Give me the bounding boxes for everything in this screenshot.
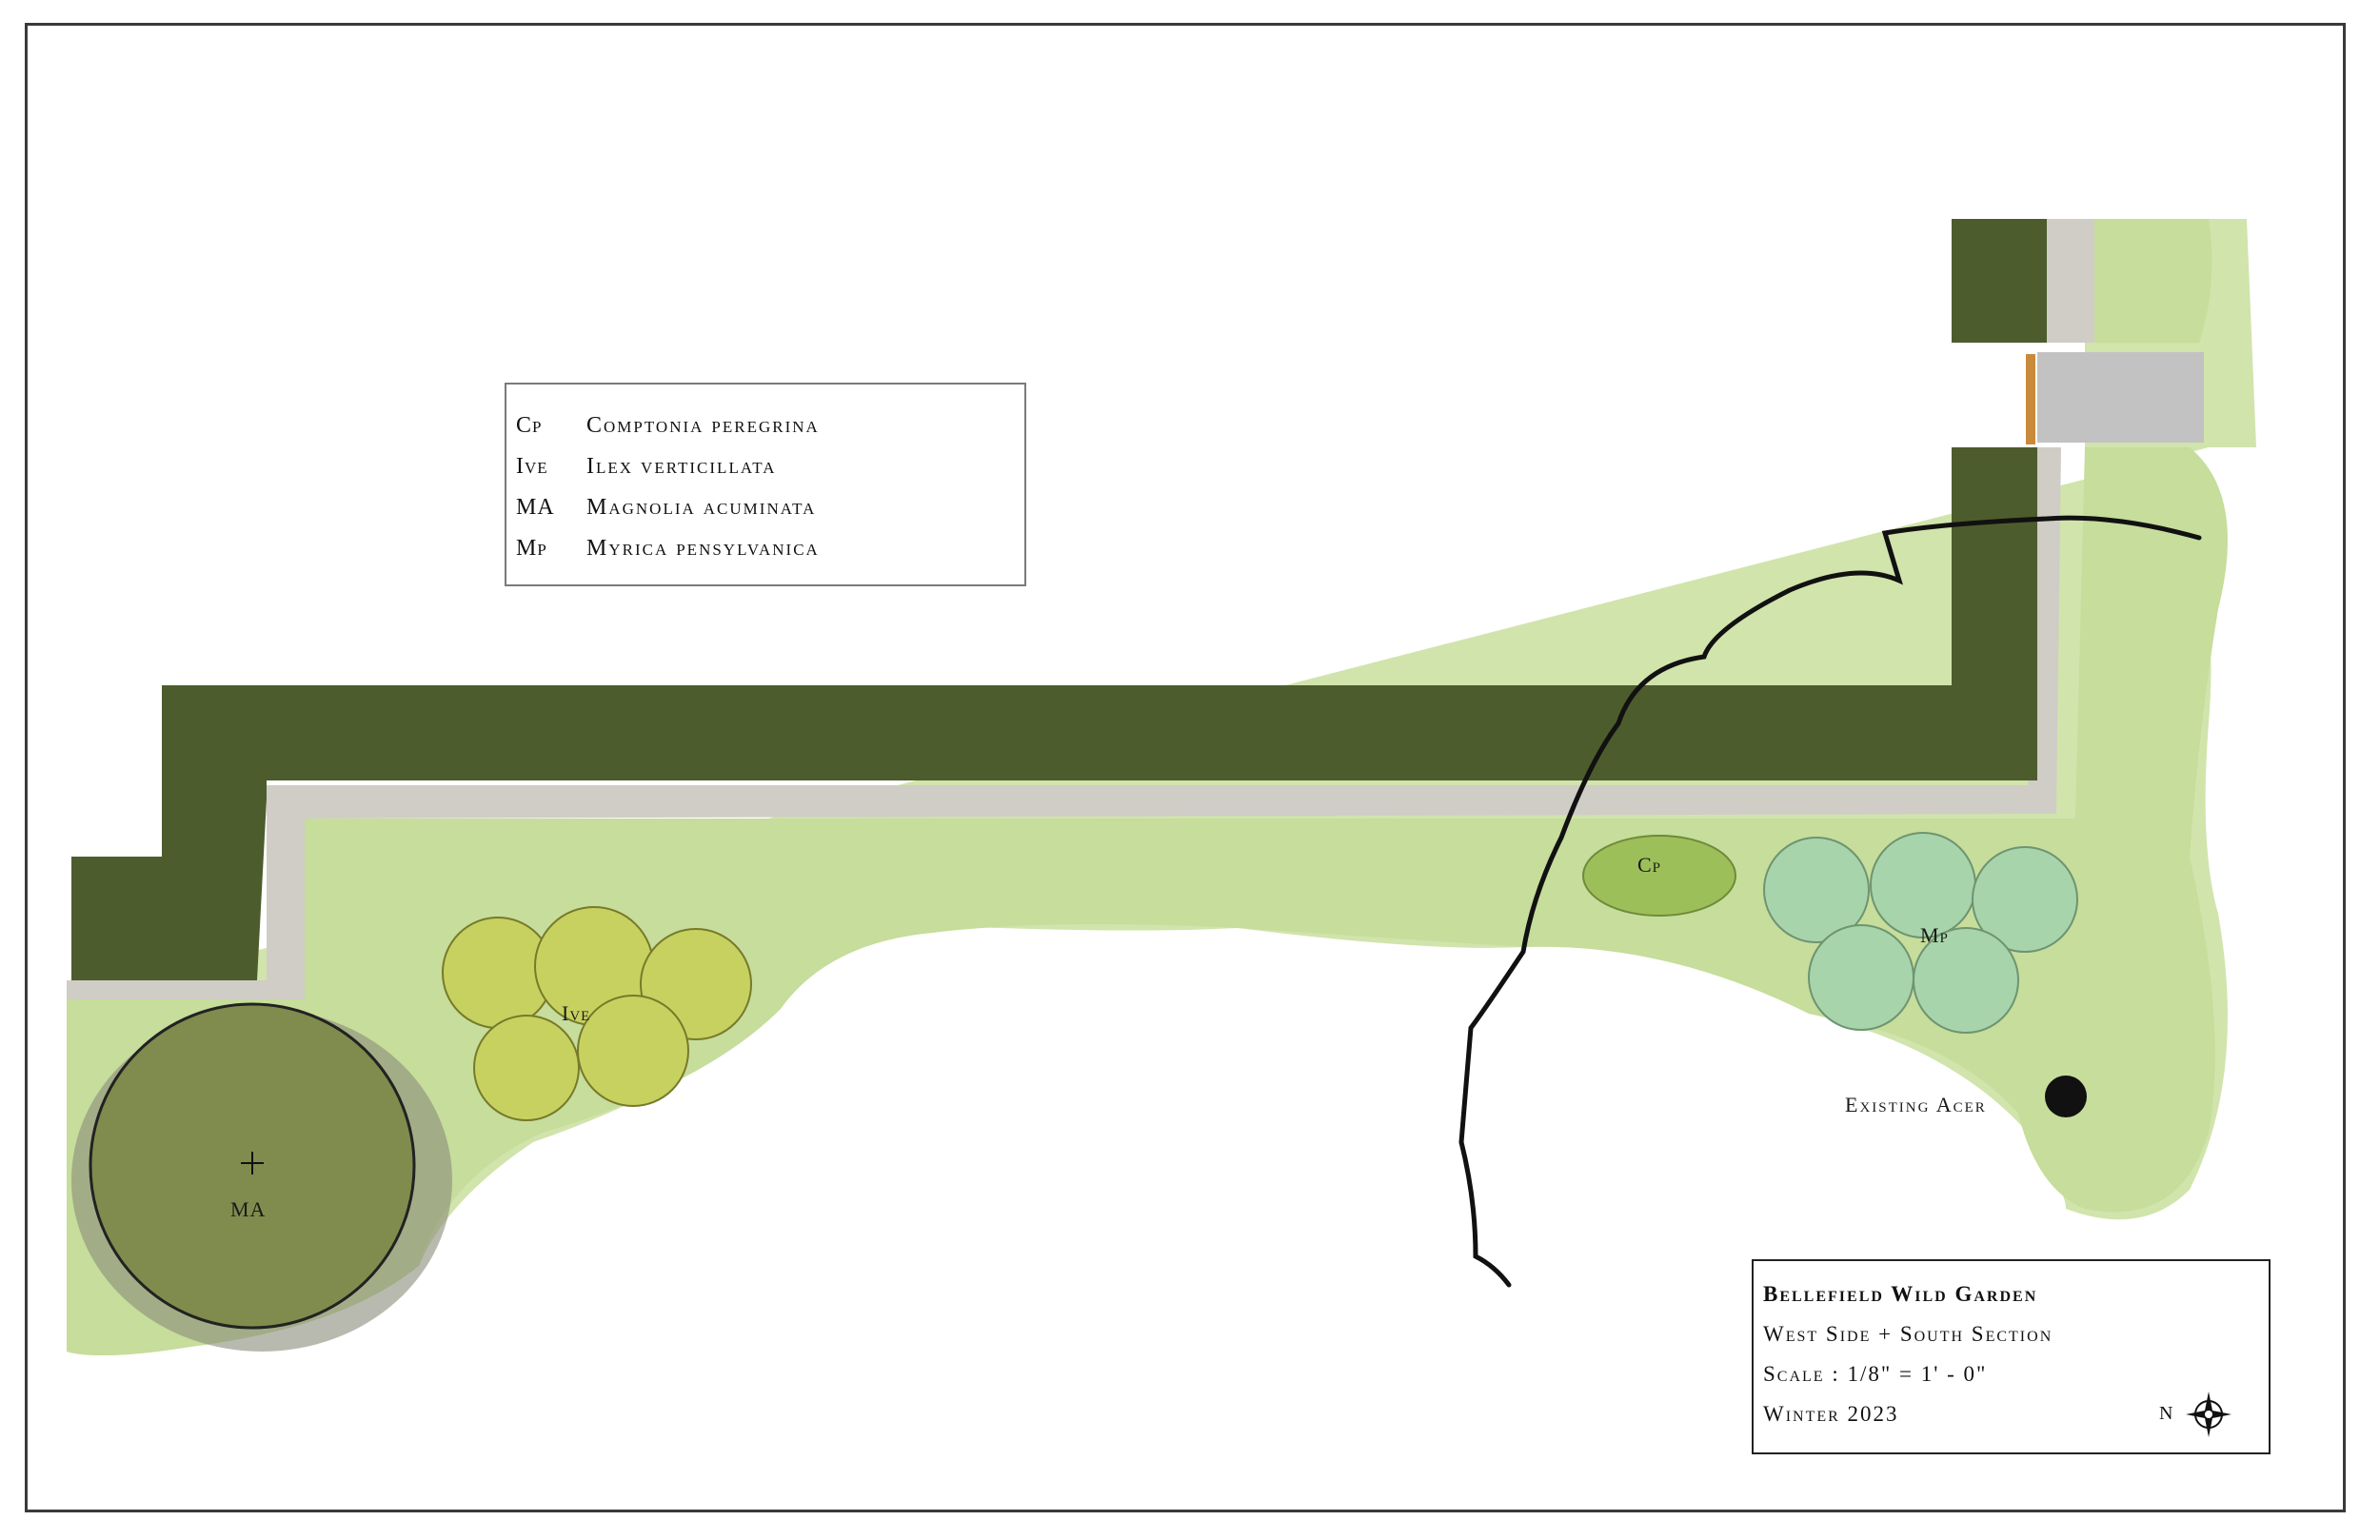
existing-acer-tree <box>2045 1076 2087 1117</box>
label-ma: MA <box>230 1197 267 1221</box>
legend-row: MA Magnolia acuminata <box>516 487 1024 528</box>
plant-legend: Cp Comptonia peregrina Ive Ilex verticil… <box>505 383 1026 586</box>
label-existing-acer: Existing Acer <box>1845 1093 1987 1116</box>
plan-date: Winter 2023 <box>1763 1402 1899 1426</box>
legend-row: Ive Ilex verticillata <box>516 446 1024 487</box>
plan-scale: Scale : 1/8" = 1' - 0" <box>1763 1362 1988 1386</box>
plan-title: Bellefield Wild Garden <box>1763 1282 2038 1306</box>
legend-name: Comptonia peregrina <box>586 413 820 438</box>
legend-code: Mp <box>516 536 547 561</box>
garden-path-upper <box>2047 219 2094 343</box>
lawn-upper-right <box>2094 219 2212 343</box>
label-cp: Cp <box>1637 853 1662 877</box>
magnolia-center-mark <box>241 1152 264 1175</box>
plan-subtitle: West Side + South Section <box>1763 1322 2053 1346</box>
legend-code: MA <box>516 495 555 520</box>
hedge-right-vertical <box>1952 447 2037 780</box>
ilex-group <box>442 906 752 1121</box>
drainage-line <box>1458 515 2202 1288</box>
comptonia-mass <box>1582 835 1736 917</box>
compass-rose-icon <box>2186 1392 2231 1437</box>
north-label: N <box>2159 1403 2173 1424</box>
legend-name: Magnolia acuminata <box>586 495 817 520</box>
legend-code: Cp <box>516 413 543 438</box>
legend-row: Cp Comptonia peregrina <box>516 405 1024 446</box>
hedge-main <box>71 447 2037 980</box>
hedge-top-right <box>1952 219 2047 343</box>
paved-entrance <box>2037 352 2204 443</box>
legend-row: Mp Myrica pensylvanica <box>516 528 1024 569</box>
legend-code: Ive <box>516 454 548 479</box>
legend-name: Ilex verticillata <box>586 454 777 479</box>
title-block: Bellefield Wild Garden West Side + South… <box>1752 1259 2271 1454</box>
label-ive: Ive <box>562 1001 591 1025</box>
lawn-main <box>67 447 2228 1355</box>
gate-post <box>2026 354 2035 444</box>
legend-name: Myrica pensylvanica <box>586 536 820 561</box>
label-mp: Mp <box>1920 923 1949 947</box>
myrica-group <box>1763 832 2078 1034</box>
